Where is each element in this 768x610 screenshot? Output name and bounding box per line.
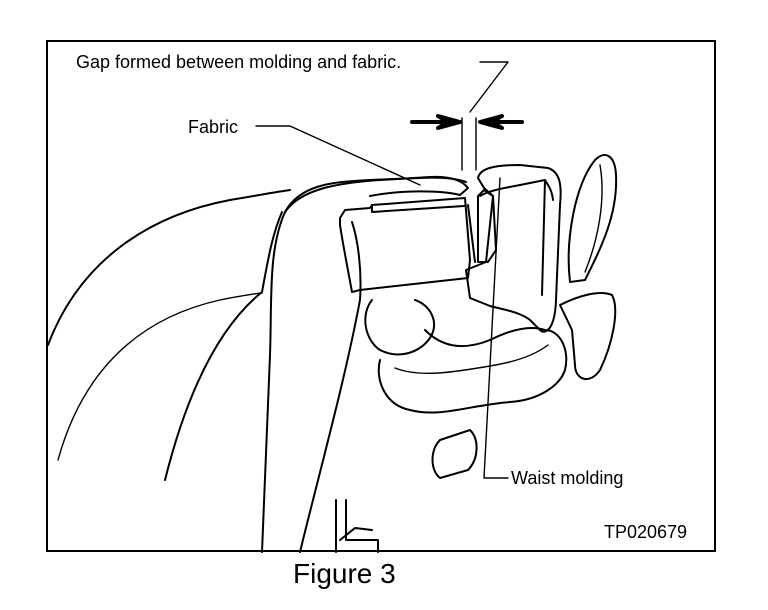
gap-label: Gap formed between molding and fabric. [76, 52, 402, 72]
right-arrow-icon [478, 114, 524, 130]
frame-leg-inner [299, 221, 362, 553]
trim-block-top [371, 204, 465, 213]
trim-block-edge [467, 204, 476, 263]
clip-tab [431, 429, 478, 479]
figure-code: TP020679 [604, 522, 688, 542]
gap-leader [469, 61, 509, 113]
door-panel-inner-curve [57, 292, 263, 461]
upper-fin [567, 154, 618, 283]
door-panel-ridge [164, 211, 283, 481]
pedestal [335, 499, 379, 553]
waist-leader [483, 177, 509, 479]
figure-caption: Figure 3 [293, 558, 396, 589]
waist-molding-label: Waist molding [511, 468, 624, 488]
lower-lump [364, 299, 435, 356]
fabric-leader [255, 125, 421, 186]
molding-inner [479, 179, 546, 296]
fabric-label: Fabric [188, 117, 239, 137]
frame-leg [261, 176, 467, 553]
bottom-bulb [377, 327, 568, 414]
fabric-strip [284, 175, 469, 213]
figure-frame [46, 40, 716, 552]
lower-fin [559, 292, 617, 380]
trim-block [339, 197, 471, 293]
upper-fin-edge [584, 164, 603, 273]
molding-body [465, 164, 562, 333]
left-arrow-icon [410, 114, 462, 130]
door-panel-outline [47, 189, 291, 346]
molding-edge [544, 179, 554, 201]
